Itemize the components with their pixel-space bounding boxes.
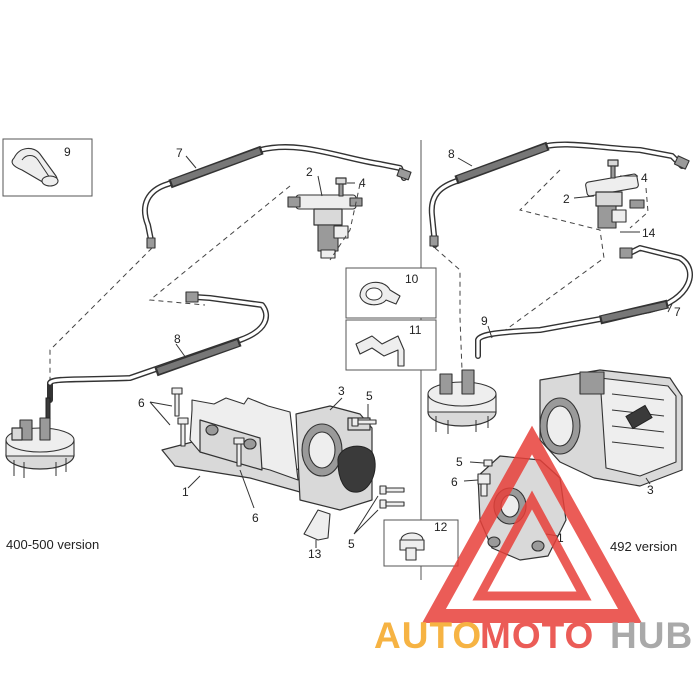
bolts-6-left (171, 387, 245, 467)
injector-2-left (287, 177, 363, 259)
part-number-7-right: 7 (674, 305, 681, 319)
watermark-text-moto: MOTO (480, 615, 594, 656)
part-number-5-left-a: 5 (366, 389, 373, 403)
fuel-pump-flange-left (5, 397, 75, 478)
injector-2-right (585, 159, 645, 229)
part-number-7-left: 7 (176, 146, 183, 160)
hose-7-right (475, 245, 693, 359)
watermark-text-auto: AUTO (374, 615, 482, 656)
part-number-5-right: 5 (456, 455, 463, 469)
inset-box-11: 11 (345, 319, 437, 371)
part-number-9-right: 9 (481, 314, 488, 328)
part-number-3-left: 3 (338, 384, 345, 398)
part-number-8-right: 8 (448, 147, 455, 161)
part-number-4-right: 4 (641, 171, 648, 185)
part-number-13: 13 (308, 547, 322, 561)
part-number-5-left-b: 5 (348, 537, 355, 551)
hose-8-right (428, 141, 690, 248)
watermark-text-hub: HUB (610, 615, 693, 656)
part-number-6-left-b: 6 (252, 511, 259, 525)
part-number-11: 11 (409, 323, 422, 337)
inset-box-12: 12 (383, 519, 459, 567)
fuel-pump-flange-right (427, 369, 497, 434)
part-number-6-left-a: 6 (138, 396, 145, 410)
version-label-right: 492 version (610, 539, 677, 554)
watermark-logo: AUTO MOTO HUB (374, 425, 693, 656)
inset-box-clamp-left: 9 (2, 138, 93, 197)
inset-box-10: 10 (345, 267, 437, 319)
part-number-6-right: 6 (451, 475, 458, 489)
part-number-14: 14 (642, 226, 656, 240)
hose-7-left (141, 144, 412, 249)
screws-5-left (351, 417, 405, 509)
part-number-8-left: 8 (174, 332, 181, 346)
throttle-body-3-left (295, 405, 376, 511)
hose-8-left (47, 291, 269, 403)
part-number-12: 12 (434, 520, 448, 534)
screw-5-right (483, 459, 493, 467)
part-number-1-right: 1 (557, 531, 564, 545)
version-label-left: 400-500 version (6, 537, 99, 552)
throttle-body-3-right (539, 369, 683, 487)
part-number-2-right: 2 (563, 192, 570, 206)
part-number-4-left: 4 (359, 176, 366, 190)
bracket-13 (303, 509, 331, 541)
bolt-6-right (477, 473, 491, 497)
part-number-3-right: 3 (647, 483, 654, 497)
part-number-9-left: 9 (64, 145, 71, 159)
part-number-2-left: 2 (306, 165, 313, 179)
part-number-1-left: 1 (182, 485, 189, 499)
part-number-10: 10 (405, 272, 419, 286)
